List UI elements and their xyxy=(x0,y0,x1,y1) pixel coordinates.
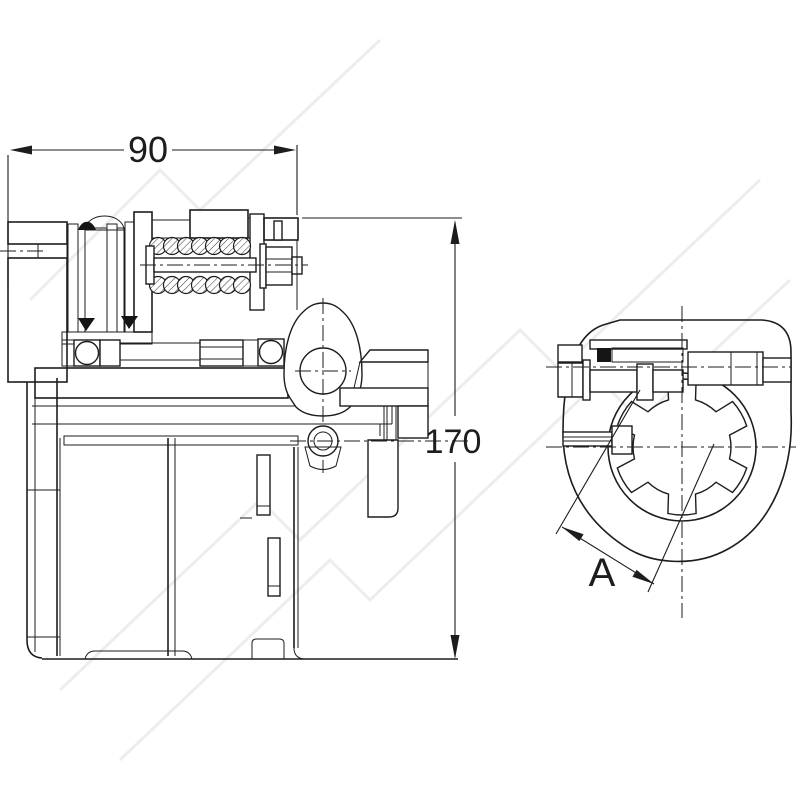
spring-chamber xyxy=(140,209,308,311)
dimension-width-90: 90 xyxy=(7,129,298,285)
bell-housing xyxy=(26,378,458,660)
arrow-right-icon xyxy=(274,145,296,155)
arrow-down-icon xyxy=(450,635,460,659)
spring-coil xyxy=(232,236,252,256)
arrow-left-icon xyxy=(10,145,32,155)
bolt-channel xyxy=(687,351,764,386)
bushing xyxy=(119,342,201,361)
housing-slot xyxy=(256,454,271,516)
housing-slot xyxy=(267,537,281,597)
dimension-height-170: 170 xyxy=(302,217,482,659)
arrow-up-icon xyxy=(450,220,460,244)
hub-flange xyxy=(34,367,289,399)
drum-rim xyxy=(263,217,299,310)
dimension-spline-A: A xyxy=(555,389,715,595)
bearing-ball xyxy=(74,340,100,366)
clamp-slit xyxy=(562,425,633,455)
clamp-bolt xyxy=(546,339,792,401)
seal-ring xyxy=(597,348,611,362)
arrow-downright-icon xyxy=(632,569,654,584)
dimension-spline-label: A xyxy=(589,551,616,595)
bolt-head xyxy=(557,362,584,398)
knurled-strip xyxy=(63,435,299,446)
release-bearing xyxy=(61,336,319,367)
shield-guard xyxy=(339,349,429,518)
arrow-upleft-icon xyxy=(562,527,584,542)
spring-coil xyxy=(232,275,252,295)
coil-spring xyxy=(148,236,252,295)
clutch-disc-pack xyxy=(61,211,153,345)
bolt-shank xyxy=(589,369,638,393)
housing-flange xyxy=(0,221,68,383)
end-view: A xyxy=(546,306,796,618)
bearing-ball xyxy=(258,339,284,365)
side-section-view xyxy=(0,209,470,660)
dimension-height-label: 170 xyxy=(425,423,482,461)
seal-lip xyxy=(78,221,96,230)
dimension-width-label: 90 xyxy=(128,129,168,170)
